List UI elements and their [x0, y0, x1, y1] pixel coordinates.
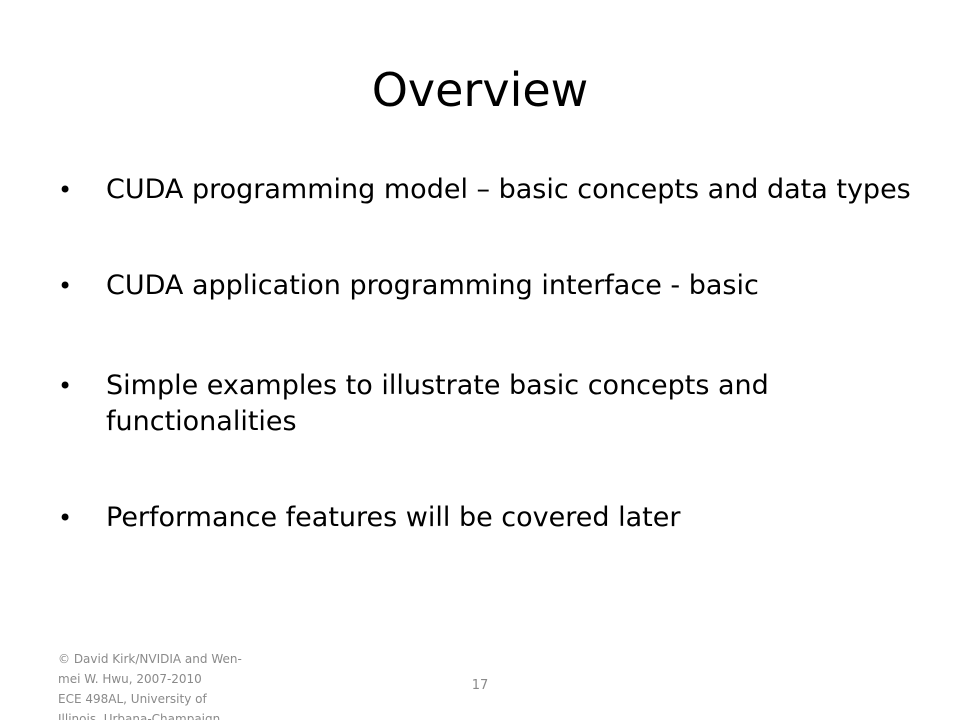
bullet-item-4: • Performance features will be covered l…	[58, 500, 918, 536]
bullet-item-3: • Simple examples to illustrate basic co…	[58, 368, 918, 440]
bullet-dot-icon: •	[58, 272, 73, 300]
bullet-dot-icon: •	[58, 176, 73, 204]
copyright-line: mei W. Hwu, 2007-2010	[58, 672, 202, 686]
course-line: Illinois, Urbana-Champaign	[58, 712, 221, 720]
copyright-line: © David Kirk/NVIDIA and Wen-	[58, 652, 242, 666]
page-number: 17	[471, 678, 489, 693]
bullet-dot-icon: •	[58, 372, 73, 400]
bullet-text: CUDA programming model – basic concepts …	[106, 174, 911, 205]
bullet-item-2: • CUDA application programming interface…	[58, 268, 918, 304]
slide-title: Overview	[371, 63, 589, 117]
bullet-dot-icon: •	[58, 504, 73, 532]
bullet-item-1: • CUDA programming model – basic concept…	[58, 172, 918, 208]
bullet-list: • CUDA programming model – basic concept…	[58, 172, 918, 596]
bullet-text: CUDA application programming interface -…	[106, 270, 759, 301]
copyright-footer: © David Kirk/NVIDIA and Wen- mei W. Hwu,…	[58, 649, 268, 720]
bullet-text: Performance features will be covered lat…	[106, 502, 681, 533]
bullet-text: Simple examples to illustrate basic conc…	[106, 370, 769, 437]
course-line: ECE 498AL, University of	[58, 692, 207, 706]
